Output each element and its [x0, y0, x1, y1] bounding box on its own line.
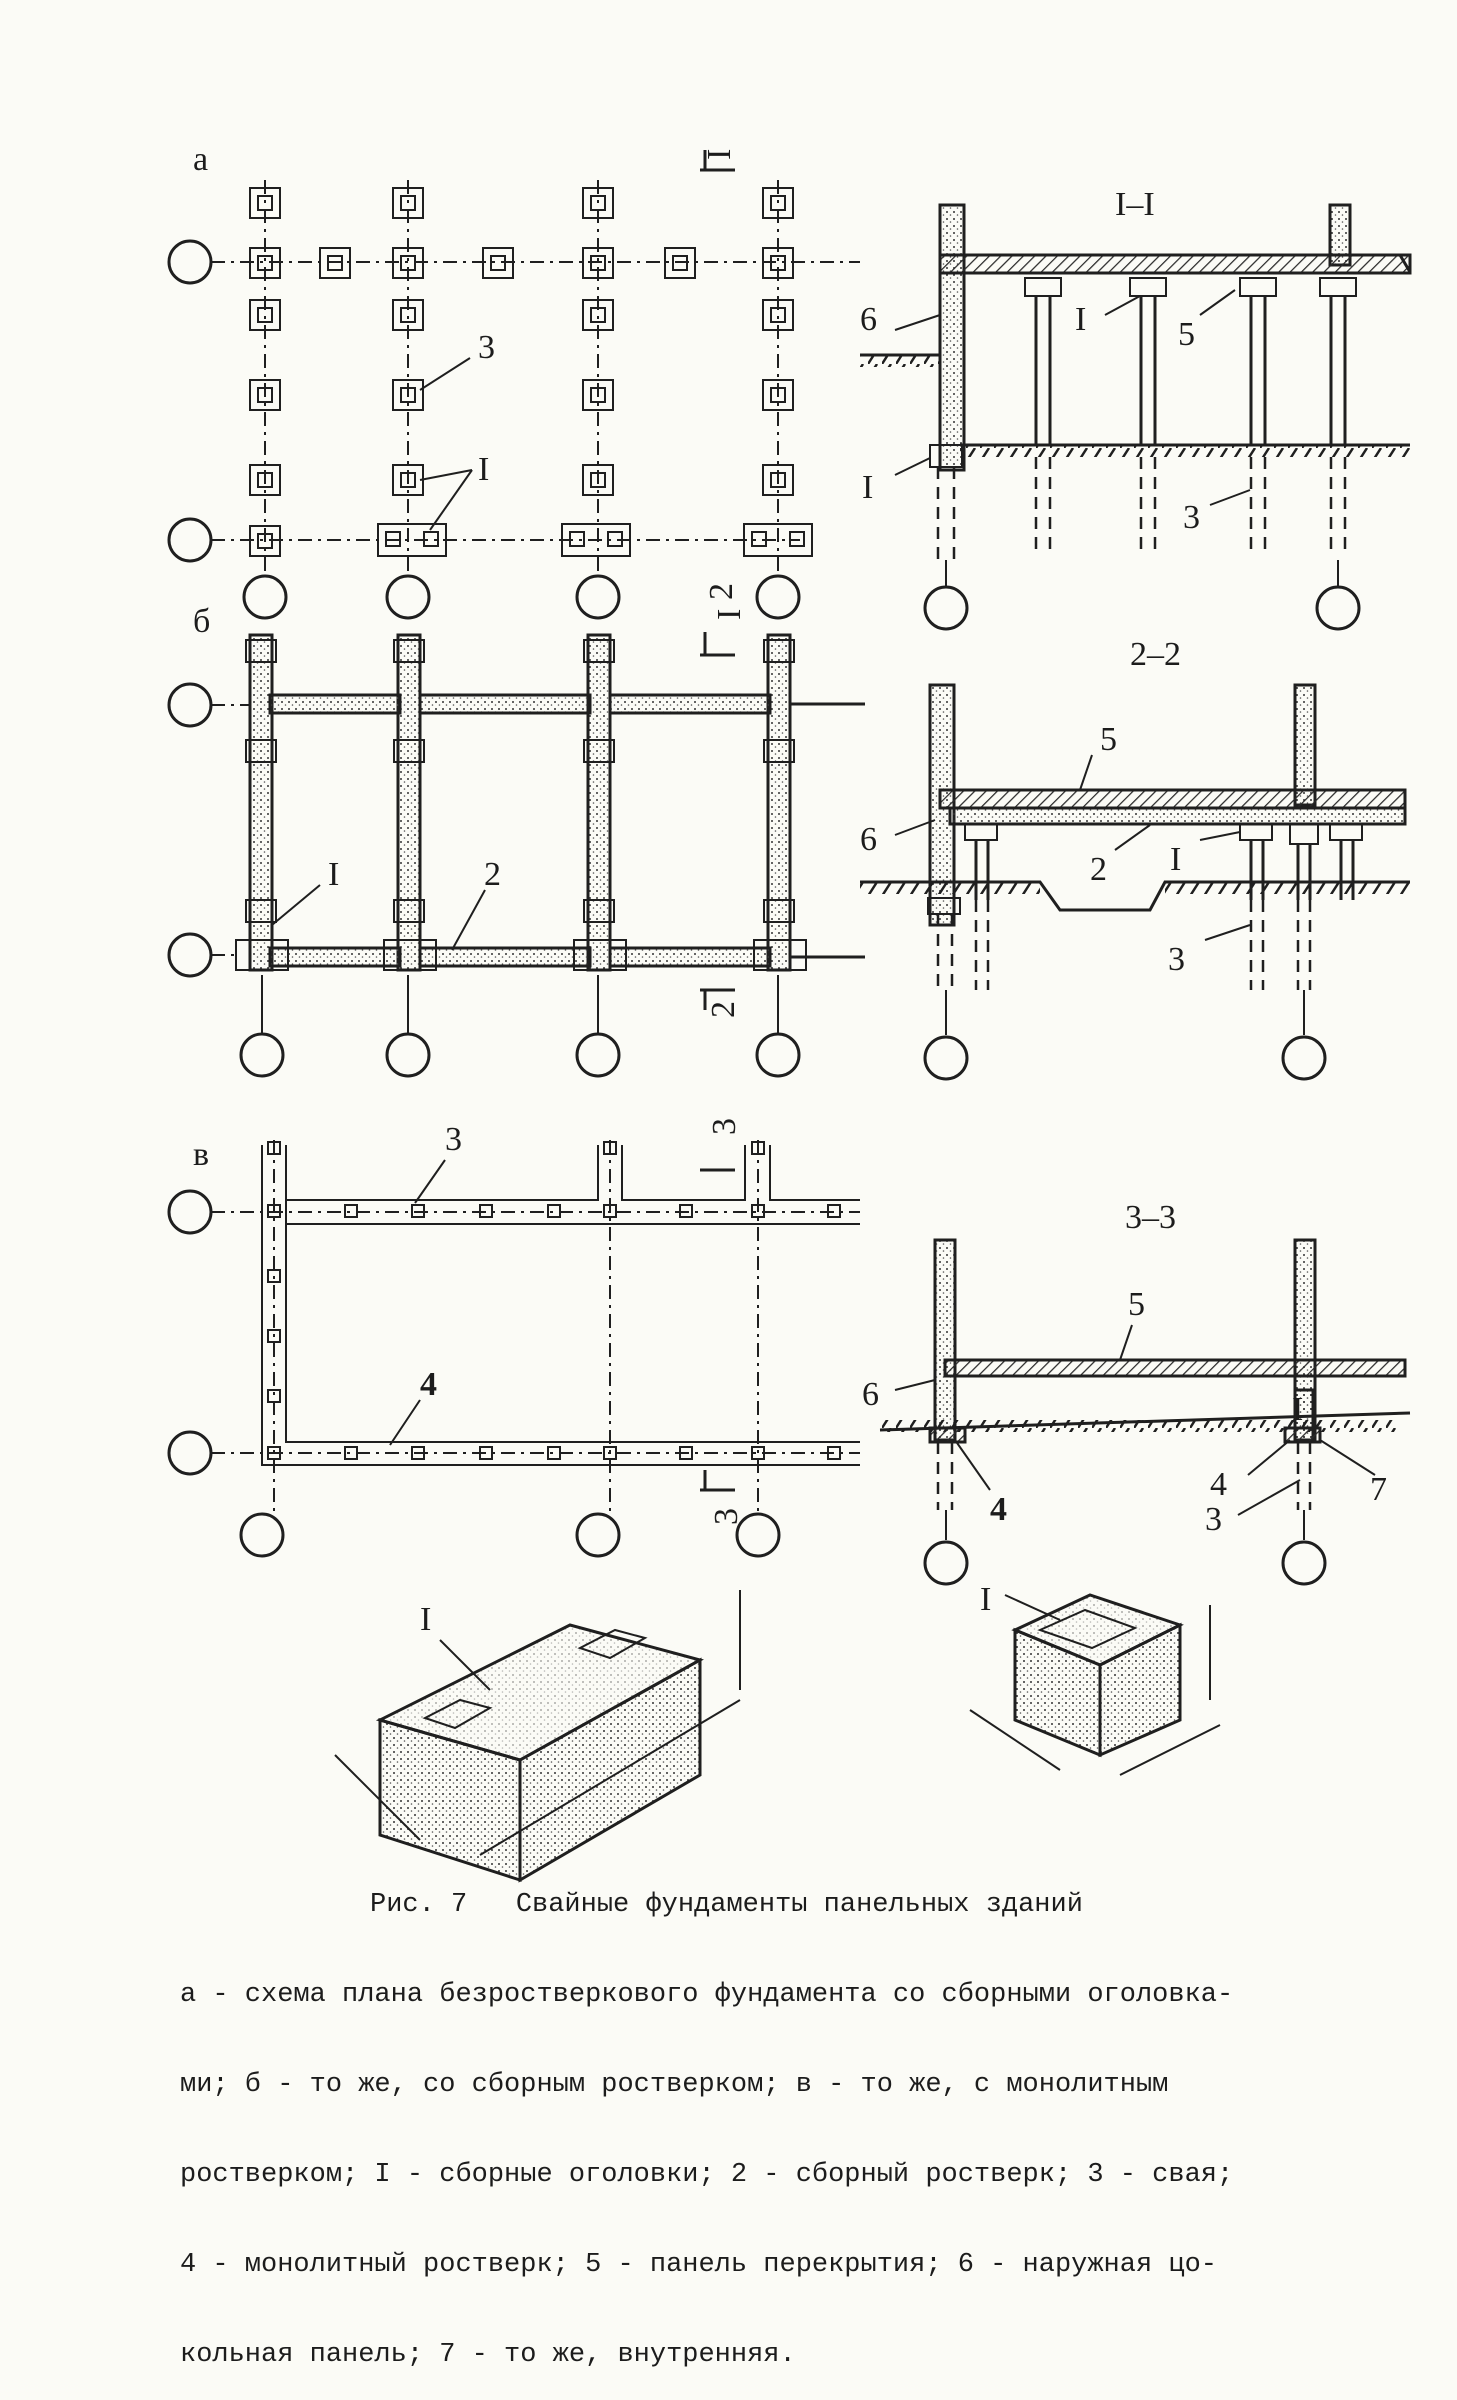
callout-1: I: [1075, 301, 1086, 338]
callout-1: I: [980, 1581, 991, 1618]
callout-3: 3: [1205, 1501, 1222, 1538]
axis-bubble: [167, 239, 213, 285]
cut-mark-2b: 2: [703, 583, 740, 600]
plan-a: а: [167, 141, 860, 657]
panel-letter-b: б: [193, 603, 210, 640]
figure-caption: Рис. 7 Свайные фундаменты панельных здан…: [180, 1830, 1440, 2400]
pile-foundation-figure: а: [167, 141, 1412, 1883]
callout-1: I: [1170, 841, 1181, 878]
caption-line: ростверком; I - сборные оголовки; 2 - сб…: [180, 2160, 1234, 2190]
callout-1: I: [328, 856, 339, 893]
axis-bubble: [242, 574, 288, 620]
plan-v: в 3 4: [167, 1118, 860, 1558]
callout-6: 6: [862, 1376, 879, 1413]
callout-3: 3: [445, 1121, 462, 1158]
callout-5: 5: [1178, 316, 1195, 353]
caption-line: 4 - монолитный ростверк; 5 - панель пере…: [180, 2250, 1217, 2280]
cut-mark-1: I: [701, 149, 738, 160]
callout-3: 3: [1168, 941, 1185, 978]
callout-7: 7: [1370, 1471, 1387, 1508]
callout-6: 6: [860, 301, 877, 338]
section-3-3: 3–3 5 6 4 I 4 3 7: [862, 1199, 1411, 1586]
plan-b: б: [167, 583, 865, 1078]
cut-mark-1b: I: [711, 609, 748, 620]
cut-mark-3: 3: [708, 1508, 745, 1525]
panel-letter-v: в: [193, 1136, 209, 1173]
cap-isometric-double: I: [334, 1590, 741, 1883]
caption-title: Рис. 7 Свайные фундаменты панельных здан…: [370, 1890, 1083, 1920]
callout-1: I: [478, 451, 489, 488]
cut-mark-2: 2: [705, 1001, 742, 1018]
callout-2: 2: [484, 856, 501, 893]
callout-3: 3: [1183, 499, 1200, 536]
callout-2: 2: [1090, 851, 1107, 888]
cap-isometric-single: I: [969, 1581, 1221, 1776]
axis-bubble: [385, 574, 431, 620]
callout-5: 5: [1100, 721, 1117, 758]
callout-1: I: [862, 469, 873, 506]
axis-bubble: [167, 517, 213, 563]
section-2-2: 2–2 5 6 2 I: [860, 636, 1410, 1081]
panel-letter-a: а: [193, 141, 208, 178]
callout-4: 4: [990, 1491, 1007, 1528]
callout-5: 5: [1128, 1286, 1145, 1323]
section-title-3: 3–3: [1125, 1199, 1176, 1236]
section-title-1: I–I: [1115, 186, 1155, 223]
callout-1: I: [420, 1601, 431, 1638]
callout-1: I: [1292, 1391, 1303, 1428]
caption-line: кольная панель; 7 - то же, внутренняя.: [180, 2340, 796, 2370]
caption-line: ми; б - то же, со сборным ростверком; в …: [180, 2070, 1169, 2100]
axis-bubble: [755, 574, 801, 620]
section-1-1: I–I 6 I: [860, 186, 1412, 631]
callout-6: 6: [860, 821, 877, 858]
axis-bubble: [575, 574, 621, 620]
cut-mark-3b: 3: [706, 1118, 743, 1135]
callout-3: 3: [478, 329, 495, 366]
caption-line: а - схема плана безростверкового фундаме…: [180, 1980, 1234, 2010]
callout-4: 4: [420, 1366, 437, 1403]
section-title-2: 2–2: [1130, 636, 1181, 673]
callout-4: 4: [1210, 1466, 1227, 1503]
